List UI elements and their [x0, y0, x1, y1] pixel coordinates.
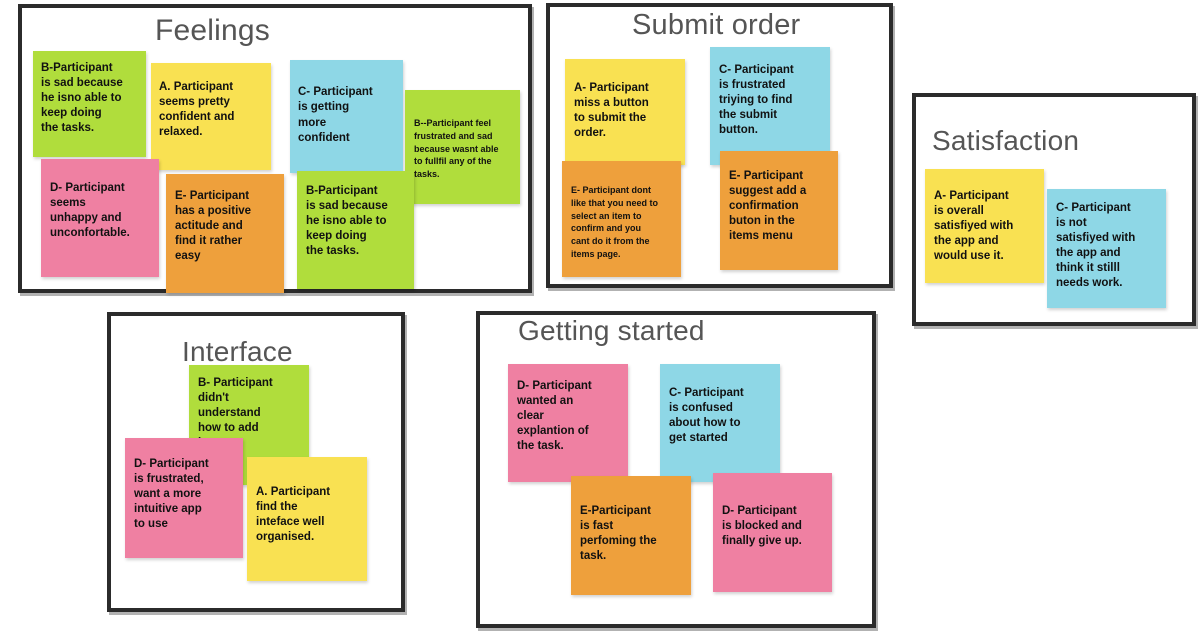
sticky-note-text: B-Participant is sad because he isno abl… [306, 185, 388, 257]
sticky-note[interactable]: B-Participant is sad because he isno abl… [33, 51, 146, 157]
sticky-note-text: C- Participant is frustrated triying to … [719, 64, 794, 136]
sticky-note-text: B-Participant is sad because he isno abl… [41, 62, 123, 134]
sticky-note-text: D- Participant is blocked and finally gi… [722, 505, 802, 547]
sticky-note-text: A- Participant is overall satisfiyed wit… [934, 190, 1014, 262]
panel-title-submit-order: Submit order [632, 9, 801, 41]
sticky-note-text: E- Participant suggest add a confirmatio… [729, 170, 807, 242]
sticky-note-text: A. Participant seems pretty confident an… [159, 81, 235, 138]
sticky-note[interactable]: A- Participant miss a button to submit t… [565, 59, 685, 165]
sticky-note[interactable]: E- Participant has a positive actitude a… [166, 174, 284, 293]
sticky-note-text: A- Participant miss a button to submit t… [574, 82, 649, 139]
sticky-note[interactable]: C- Participant is not satisfiyed with th… [1047, 189, 1166, 308]
sticky-note[interactable]: A- Participant is overall satisfiyed wit… [925, 169, 1044, 283]
sticky-note-text: A. Participant find the inteface well or… [256, 486, 331, 543]
sticky-note[interactable]: D- Participant is blocked and finally gi… [713, 473, 832, 592]
panel-title-getting-started: Getting started [518, 315, 705, 346]
sticky-note[interactable]: E- Participant suggest add a confirmatio… [720, 151, 838, 270]
panel-title-interface: Interface [182, 336, 293, 367]
sticky-note[interactable]: B--Participant feel frustrated and sad b… [405, 90, 520, 204]
sticky-note[interactable]: D- Participant seems unhappy and unconfo… [41, 159, 159, 277]
panel-title-satisfaction: Satisfaction [932, 125, 1080, 156]
sticky-note[interactable]: C- Participant is frustrated triying to … [710, 47, 830, 165]
sticky-note-text: D- Participant seems unhappy and unconfo… [50, 182, 130, 239]
sticky-note[interactable]: B-Participant is sad because he isno abl… [297, 171, 414, 289]
sticky-note-text: E- Participant has a positive actitude a… [175, 190, 252, 262]
sticky-note-text: D- Participant wanted an clear explantio… [517, 380, 592, 452]
panel-title-feelings: Feelings [155, 14, 270, 47]
sticky-note-text: B--Participant feel frustrated and sad b… [414, 118, 499, 180]
sticky-note[interactable]: A. Participant find the inteface well or… [247, 457, 367, 581]
sticky-note-text: C- Participant is confused about how to … [669, 387, 744, 444]
sticky-note[interactable]: C- Participant is getting more confident [290, 60, 403, 173]
sticky-note[interactable]: A. Participant seems pretty confident an… [151, 63, 271, 170]
sticky-note[interactable]: E-Participant is fast perfoming the task… [571, 476, 691, 595]
sticky-note[interactable]: C- Participant is confused about how to … [660, 364, 780, 482]
sticky-note[interactable]: D- Participant is frustrated, want a mor… [125, 438, 243, 558]
sticky-note-text: C- Participant is getting more confident [298, 86, 373, 144]
sticky-note[interactable]: D- Participant wanted an clear explantio… [508, 364, 628, 482]
sticky-note-text: E- Participant dont like that you need t… [571, 185, 659, 259]
sticky-note-text: C- Participant is not satisfiyed with th… [1056, 202, 1136, 289]
sticky-note-text: D- Participant is frustrated, want a mor… [134, 458, 209, 530]
sticky-note-text: E-Participant is fast perfoming the task… [580, 505, 657, 562]
sticky-note[interactable]: E- Participant dont like that you need t… [562, 161, 681, 277]
